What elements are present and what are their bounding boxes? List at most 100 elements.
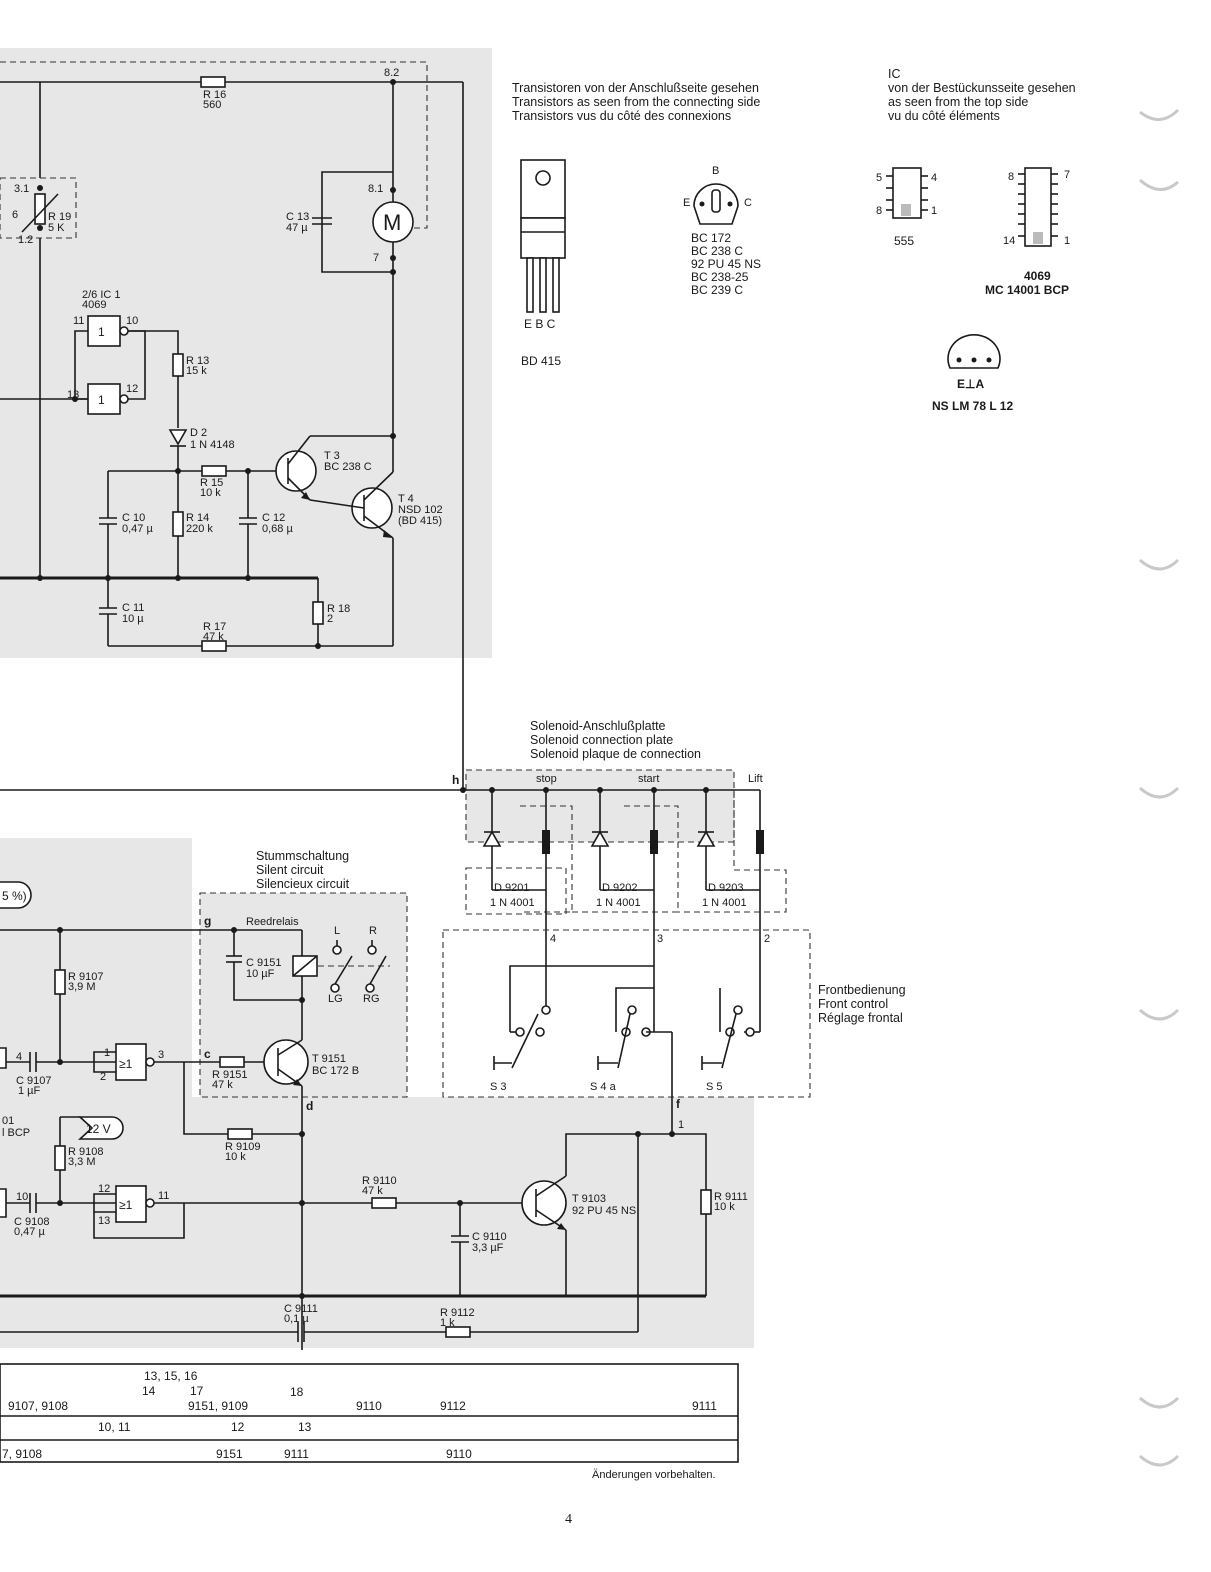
svg-text:E⊥A: E⊥A bbox=[957, 377, 984, 391]
svg-text:18: 18 bbox=[290, 1385, 304, 1399]
svg-text:10 k: 10 k bbox=[225, 1151, 246, 1163]
svg-text:47 k: 47 k bbox=[203, 631, 224, 643]
svg-text:Reedrelais: Reedrelais bbox=[246, 916, 299, 928]
svg-text:MC 14001 BCP: MC 14001 BCP bbox=[985, 283, 1069, 297]
svg-text:D 9201: D 9201 bbox=[494, 882, 529, 894]
svg-text:1: 1 bbox=[98, 393, 105, 407]
svg-text:D 9202: D 9202 bbox=[602, 882, 637, 894]
svg-text:10 k: 10 k bbox=[714, 1201, 735, 1213]
svg-text:LG: LG bbox=[328, 993, 343, 1005]
svg-text:BC 172: BC 172 bbox=[691, 231, 731, 245]
svg-text:C 10: C 10 bbox=[122, 512, 145, 524]
svg-text:T 4: T 4 bbox=[398, 493, 414, 505]
svg-text:IC: IC bbox=[888, 67, 901, 81]
svg-text:C 13: C 13 bbox=[286, 211, 309, 223]
svg-text:47 µ: 47 µ bbox=[286, 222, 308, 234]
svg-text:6: 6 bbox=[12, 209, 18, 221]
svg-text:1: 1 bbox=[98, 325, 105, 339]
svg-text:1: 1 bbox=[104, 1047, 110, 1059]
svg-text:R 13: R 13 bbox=[186, 355, 209, 367]
svg-text:S 3: S 3 bbox=[490, 1081, 507, 1093]
svg-text:Réglage frontal: Réglage frontal bbox=[818, 1011, 903, 1025]
svg-text:R 17: R 17 bbox=[203, 621, 226, 633]
svg-text:Solenoid plaque de connection: Solenoid plaque de connection bbox=[530, 747, 701, 761]
svg-text:C 9107: C 9107 bbox=[16, 1075, 51, 1087]
svg-text:14: 14 bbox=[1003, 235, 1015, 247]
svg-text:10: 10 bbox=[16, 1191, 28, 1203]
svg-text:R 9111: R 9111 bbox=[714, 1191, 748, 1203]
svg-text:555: 555 bbox=[894, 234, 914, 248]
svg-text:C 12: C 12 bbox=[262, 512, 285, 524]
svg-text:R 9151: R 9151 bbox=[212, 1069, 247, 1081]
svg-text:3: 3 bbox=[657, 933, 663, 945]
svg-text:10, 11: 10, 11 bbox=[98, 1420, 131, 1434]
svg-text:RG: RG bbox=[363, 993, 380, 1005]
front-control-panel: Frontbedienung Front control Réglage fro… bbox=[442, 929, 906, 1132]
svg-text:1 µF: 1 µF bbox=[18, 1085, 41, 1097]
svg-text:1: 1 bbox=[678, 1119, 684, 1131]
svg-text:E: E bbox=[683, 197, 690, 209]
svg-text:h: h bbox=[452, 773, 459, 787]
svg-text:C 9111: C 9111 bbox=[284, 1303, 318, 1315]
svg-text:1 N 4148: 1 N 4148 bbox=[190, 439, 235, 451]
svg-text:9110: 9110 bbox=[356, 1399, 382, 1413]
svg-text:D 2: D 2 bbox=[190, 427, 207, 439]
svg-text:S 5: S 5 bbox=[706, 1081, 723, 1093]
to92-package-icon: B E C BC 172 BC 238 C 92 PU 45 NS BC 238… bbox=[683, 165, 761, 297]
svg-text:R 14: R 14 bbox=[186, 512, 209, 524]
svg-text:BC 238 C: BC 238 C bbox=[691, 244, 743, 258]
svg-text:BC 238 C: BC 238 C bbox=[324, 461, 372, 473]
svg-text:R: R bbox=[369, 925, 377, 937]
svg-text:R 15: R 15 bbox=[200, 477, 223, 489]
svg-text:NSD 102: NSD 102 bbox=[398, 504, 443, 516]
punch-hole-marks bbox=[1138, 108, 1180, 1467]
transistors-heading: Transistoren von der Anschlußseite geseh… bbox=[512, 81, 760, 123]
svg-text:5: 5 bbox=[876, 172, 882, 184]
svg-text:9151: 9151 bbox=[216, 1447, 243, 1461]
svg-text:9110: 9110 bbox=[446, 1447, 472, 1461]
svg-text:as seen from the top side: as seen from the top side bbox=[888, 95, 1028, 109]
svg-text:2: 2 bbox=[327, 613, 333, 625]
svg-text:92 PU 45 NS: 92 PU 45 NS bbox=[691, 257, 761, 271]
svg-text:9107, 9108: 9107, 9108 bbox=[8, 1399, 68, 1413]
svg-text:13, 15, 16: 13, 15, 16 bbox=[144, 1369, 198, 1383]
solenoid-lift-pair bbox=[678, 790, 787, 1032]
svg-text:Stummschaltung: Stummschaltung bbox=[256, 849, 349, 863]
lower-board-shade bbox=[192, 1097, 754, 1348]
motor-control-circuit: R 16 560 8.2 8.1 7 M C 13 47 µ 3.1 6 1.2… bbox=[0, 61, 464, 790]
motor-symbol: M bbox=[383, 210, 401, 235]
svg-text:1.2: 1.2 bbox=[18, 234, 33, 246]
svg-text:NS LM 78 L 12: NS LM 78 L 12 bbox=[932, 399, 1013, 413]
svg-text:C 9151: C 9151 bbox=[246, 957, 281, 969]
svg-text:7: 7 bbox=[1064, 169, 1070, 181]
svg-text:14: 14 bbox=[142, 1384, 156, 1398]
svg-text:C 9108: C 9108 bbox=[14, 1216, 49, 1228]
svg-text:47 k: 47 k bbox=[212, 1079, 233, 1091]
svg-text:l BCP: l BCP bbox=[2, 1127, 30, 1139]
motor-board-shade bbox=[0, 48, 492, 658]
svg-text:stop: stop bbox=[536, 773, 557, 785]
svg-text:T 9103: T 9103 bbox=[572, 1193, 606, 1205]
svg-text:0,1 µ: 0,1 µ bbox=[284, 1313, 309, 1325]
svg-text:3.1: 3.1 bbox=[14, 183, 29, 195]
svg-text:2: 2 bbox=[100, 1071, 106, 1083]
svg-text:12: 12 bbox=[98, 1183, 110, 1195]
svg-text:4069: 4069 bbox=[1024, 269, 1051, 283]
svg-text:Transistoren von der Anschlußs: Transistoren von der Anschlußseite geseh… bbox=[512, 81, 759, 95]
ic-4069-package-icon: 8 7 14 1 4069 MC 14001 BCP bbox=[985, 167, 1070, 297]
svg-text:47 k: 47 k bbox=[362, 1185, 383, 1197]
svg-text:T 3: T 3 bbox=[324, 450, 340, 462]
ic-heading: IC von der Bestückunsseite gesehen as se… bbox=[888, 67, 1076, 123]
svg-text:3,9 M: 3,9 M bbox=[68, 981, 96, 993]
changes-note: Änderungen vorbehalten. bbox=[592, 1469, 716, 1481]
svg-text:1 k: 1 k bbox=[440, 1317, 455, 1329]
svg-text:T 9151: T 9151 bbox=[312, 1053, 346, 1065]
svg-text:BC 239 C: BC 239 C bbox=[691, 283, 743, 297]
bd415-package-icon: E B C BD 415 bbox=[520, 159, 566, 368]
svg-text:17: 17 bbox=[190, 1384, 204, 1398]
svg-text:B: B bbox=[712, 165, 719, 177]
svg-text:C 11: C 11 bbox=[122, 602, 144, 614]
svg-text:12: 12 bbox=[231, 1420, 245, 1434]
solenoid-connection-plate: Solenoid-Anschlußplatte Solenoid connect… bbox=[0, 719, 787, 1032]
